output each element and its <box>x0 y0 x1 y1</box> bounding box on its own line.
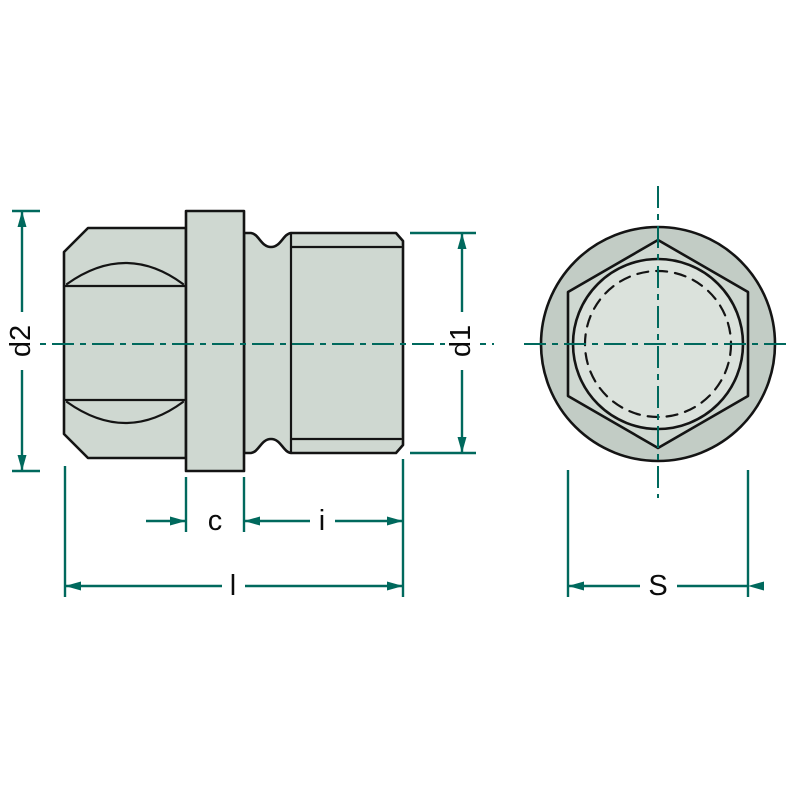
l-arrowhead-right <box>387 581 403 591</box>
i-arrowhead-right <box>387 516 403 526</box>
s-arrowhead-left <box>568 581 584 591</box>
l-arrowhead-left <box>65 581 81 591</box>
l-label-background <box>222 570 245 602</box>
side-view <box>12 209 494 473</box>
dimension-l: l <box>63 459 405 602</box>
i-arrowhead-left <box>244 516 260 526</box>
d1-arrowhead-top <box>457 233 467 249</box>
c-arrowhead <box>170 516 186 526</box>
d2-arrowhead-bottom <box>17 455 27 471</box>
front-view <box>524 186 792 498</box>
side-hex-chamfer-arc-bottom <box>65 400 185 425</box>
d1-arrowhead-bottom <box>457 437 467 453</box>
dimension-label-i: i <box>319 505 325 537</box>
dimension-d2: d2 <box>5 209 40 473</box>
dimension-d1: d1 <box>410 231 477 455</box>
i-label-background <box>310 505 335 537</box>
d2-label-background <box>5 312 37 370</box>
dimension-label-l: l <box>230 570 236 602</box>
s-label-background <box>640 570 677 602</box>
dimension-label-c: c <box>208 505 223 537</box>
d1-label-background <box>445 312 477 370</box>
d2-arrowhead-top <box>17 211 27 227</box>
dimension-label-d2: d2 <box>5 325 37 357</box>
dimension-c-and-i: c i <box>146 477 403 537</box>
dimension-label-d1: d1 <box>445 325 477 357</box>
dimension-s: S <box>566 470 764 602</box>
s-arrowhead-right <box>748 581 764 591</box>
side-hex-chamfer-arc-top <box>65 261 185 286</box>
side-flange-profile <box>184 209 246 473</box>
dimension-label-s: S <box>648 570 667 602</box>
